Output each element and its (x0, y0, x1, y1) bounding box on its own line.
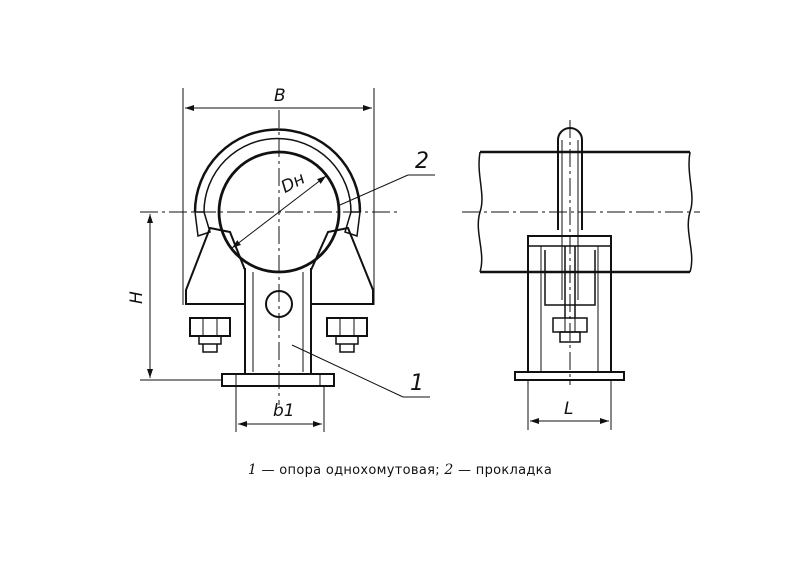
label-part-2: 2 (415, 149, 429, 174)
side-view (477, 127, 693, 381)
dimension-b1 (235, 386, 325, 432)
dimension-h (140, 214, 222, 381)
label-b: B (274, 86, 286, 106)
caption-item-2-text: — прокладка (458, 463, 553, 478)
label-h: H (127, 291, 147, 304)
label-l: L (564, 399, 573, 419)
caption-item-2-number: 2 (444, 462, 454, 478)
leader-1 (291, 344, 430, 398)
dimension-dn-line (231, 175, 327, 249)
dimension-l (527, 380, 612, 430)
figure-caption: 1 — опора однохомутовая; 2 — прокладка (0, 462, 800, 478)
label-part-1: 1 (410, 371, 424, 396)
caption-item-1-number: 1 (247, 462, 258, 478)
leader-2 (339, 174, 435, 206)
caption-item-1-text: — опора однохомутовая; (261, 463, 440, 478)
label-b1: b1 (273, 401, 295, 421)
